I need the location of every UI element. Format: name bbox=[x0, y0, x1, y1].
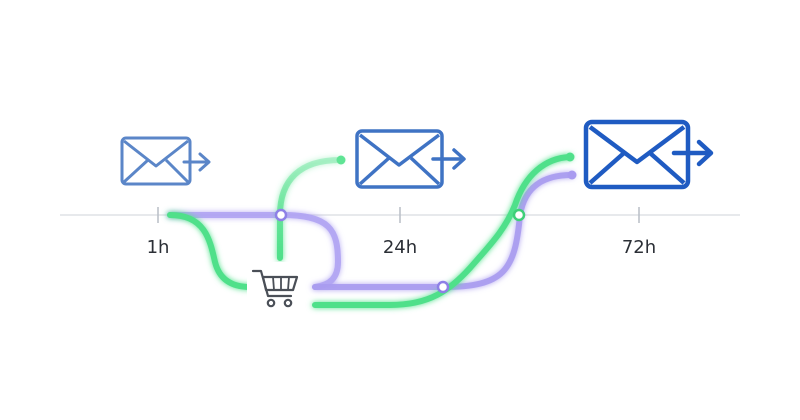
green-path-1h-to-cart bbox=[167, 212, 253, 290]
purple-path-to-72h bbox=[312, 172, 575, 290]
email-send-icon bbox=[355, 129, 466, 189]
junction-node-axis bbox=[274, 208, 288, 222]
tick-label-72h: 72h bbox=[622, 237, 656, 258]
junction-node-right bbox=[512, 208, 526, 222]
tick-label-24h: 24h bbox=[383, 237, 417, 258]
purple-endpoint-72h bbox=[567, 170, 577, 180]
green-path-cart-to-24h bbox=[277, 157, 343, 261]
purple-path-axis-segment bbox=[167, 212, 342, 290]
purple-flow-paths bbox=[167, 172, 575, 290]
tick-label-1h: 1h bbox=[147, 237, 170, 258]
green-path-cart-to-72h bbox=[312, 154, 573, 308]
junction-node-bottom bbox=[436, 280, 450, 294]
email-send-icon bbox=[583, 119, 714, 190]
green-endpoint-24h bbox=[336, 155, 346, 165]
email-send-icon bbox=[120, 136, 211, 186]
shopping-cart-icon bbox=[247, 262, 301, 312]
green-endpoint-72h bbox=[565, 152, 575, 162]
